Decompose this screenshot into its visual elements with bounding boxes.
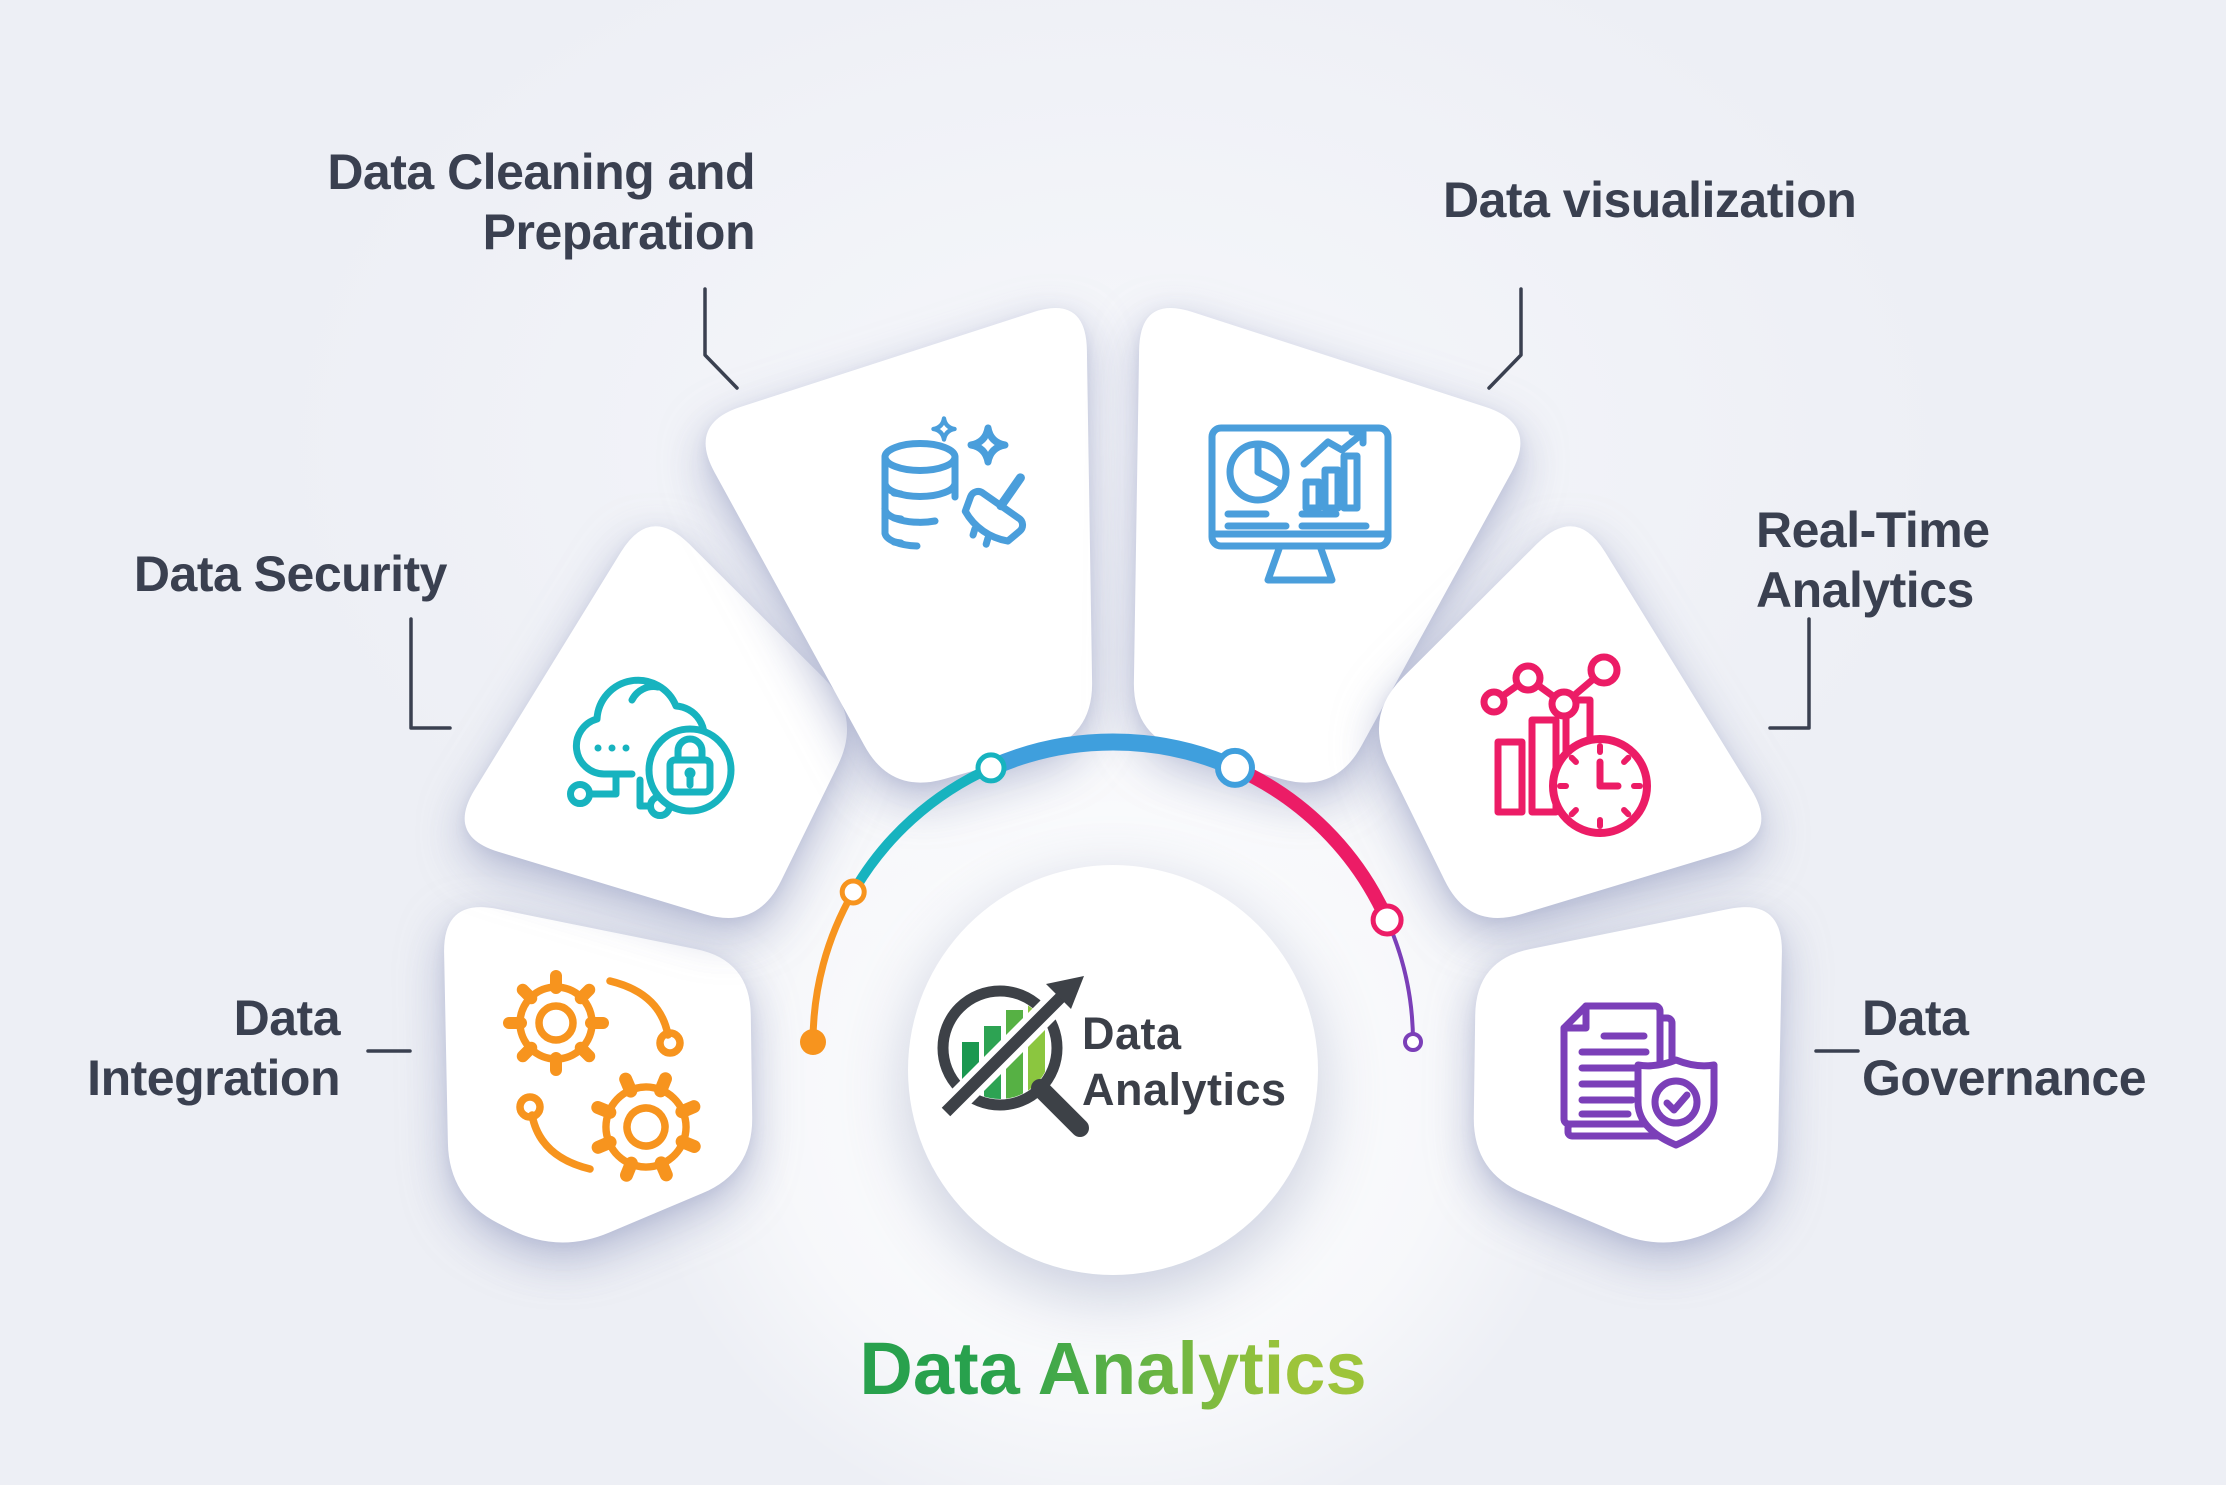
page-title: Data Analytics: [0, 1326, 2226, 1411]
center-logo-text: Data Analytics: [1082, 1006, 1287, 1118]
arc-node-dot: [1370, 903, 1404, 937]
label-line: Data Security: [133, 546, 448, 602]
logo-text-line: Analytics: [1082, 1064, 1287, 1115]
gears-integration-icon: [503, 970, 701, 1182]
arc-segment-1: [848, 763, 994, 895]
petal-data-security: [464, 526, 848, 918]
label-line: Data: [1862, 990, 1969, 1046]
label-data-cleaning: Data Cleaning and Preparation: [327, 142, 755, 262]
label-line: Governance: [1862, 1050, 2147, 1106]
arc-segment-3: [1232, 761, 1394, 923]
monitor-charts-icon: [1208, 424, 1392, 584]
logo-text-line: Data: [1082, 1008, 1182, 1059]
label-line: Real-Time: [1756, 502, 1990, 558]
connector-real-time-analytics: [1768, 617, 1811, 730]
arc-node-dot: [839, 878, 867, 906]
database-broom-icon: [881, 416, 1027, 550]
label-data-governance: Data Governance: [1862, 988, 2147, 1108]
connector-data-cleaning: [703, 287, 739, 390]
label-data-security: Data Security: [133, 544, 448, 604]
arc-segment-2: [987, 733, 1239, 776]
label-line: Integration: [87, 1050, 340, 1106]
magnifier-growth-chart-icon: [937, 976, 1089, 1137]
label-line: Analytics: [1756, 562, 1974, 618]
arc-node-dot: [1215, 747, 1255, 788]
label-data-integration: Data Integration: [87, 988, 340, 1108]
label-line: Data visualization: [1443, 172, 1857, 228]
page-title-text: Data Analytics: [859, 1327, 1367, 1410]
arc-node-dot: [1403, 1032, 1423, 1052]
bar-chart-clock-icon: [1480, 653, 1651, 837]
center-circle: [908, 865, 1318, 1275]
label-line: Data Cleaning and: [327, 144, 755, 200]
arc-node-dot: [800, 1029, 826, 1055]
connector-data-visualization: [1487, 287, 1523, 390]
label-line: Data: [233, 990, 341, 1046]
arc-segment-0: [809, 890, 857, 1043]
label-line: Preparation: [482, 204, 756, 260]
connector-data-security: [409, 617, 452, 730]
petal-real-time-analytics: [1378, 526, 1762, 918]
label-real-time-analytics: Real-Time Analytics: [1756, 500, 1990, 620]
cloud-lock-icon: [567, 676, 735, 819]
progress-arc: [800, 733, 1423, 1055]
document-shield-icon: [1560, 1002, 1718, 1149]
label-data-visualization: Data visualization: [1443, 170, 1857, 230]
arc-node-dot: [975, 752, 1007, 784]
